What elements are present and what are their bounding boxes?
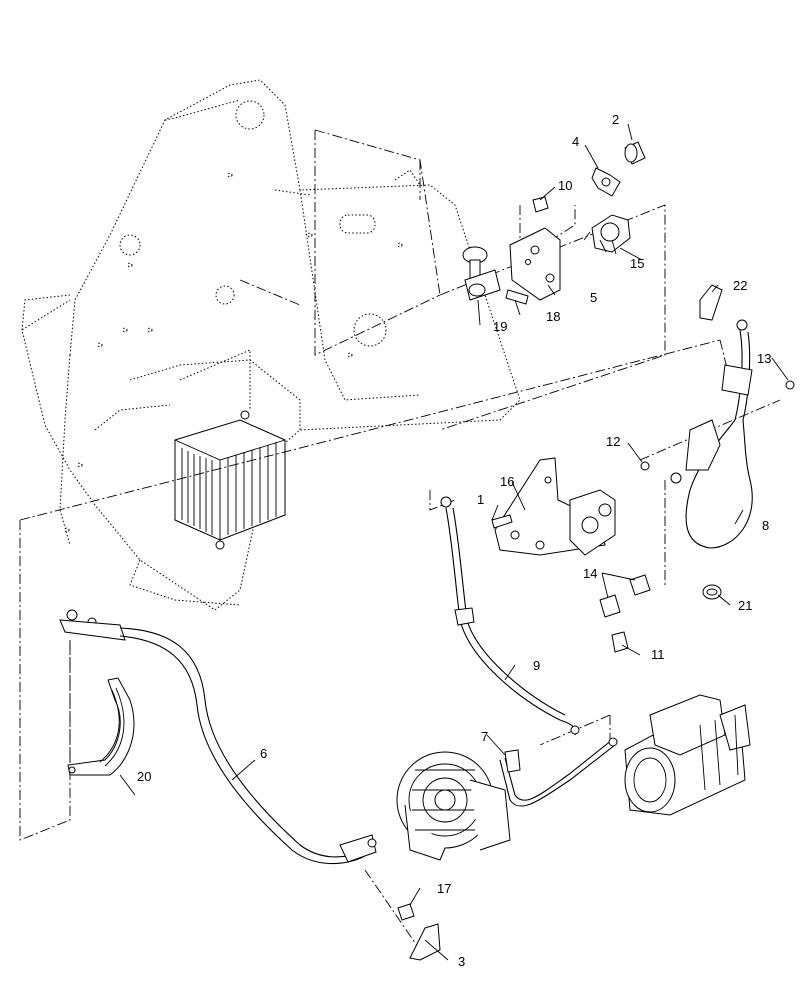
part-10-bolt (532, 196, 549, 213)
part-7-wire (499, 737, 618, 807)
callout-12: 12 (606, 434, 620, 449)
callout-5: 5 (590, 290, 597, 305)
assembly-lines (19, 129, 781, 951)
callout-15: 15 (630, 256, 644, 271)
callout-11: 11 (651, 647, 665, 662)
part-11-clip (611, 631, 629, 653)
part-18-plate (505, 289, 529, 305)
part-2-sleeve (624, 141, 646, 165)
part-9-cable (440, 496, 580, 736)
callout-8: 8 (762, 518, 769, 533)
callout-22: 22 (733, 278, 747, 293)
starter-motor-illustration (624, 694, 751, 816)
callout-1: 1 (477, 492, 484, 507)
part-15-switch (583, 214, 631, 255)
callout-14: 14 (583, 566, 597, 581)
part-16-bracket (494, 457, 616, 556)
callout-20: 20 (137, 769, 151, 784)
callout-10: 10 (558, 178, 572, 193)
part-4-clip (591, 167, 621, 197)
part-19-connector (462, 246, 501, 301)
part-6-cable (59, 609, 377, 865)
part-17-bolt (397, 903, 415, 921)
battery-illustration (174, 349, 286, 550)
callout-9: 9 (533, 658, 540, 673)
callout-4: 4 (572, 134, 579, 149)
machine-frame-outline (21, 79, 521, 611)
callout-21: 21 (738, 598, 752, 613)
callout-3: 3 (458, 954, 465, 969)
part-20-ground-strap (67, 677, 135, 776)
callout-leader-lines (119, 123, 789, 961)
callout-16: 16 (500, 474, 514, 489)
part-1-bolt (491, 514, 513, 529)
callout-19: 19 (493, 319, 507, 334)
callout-17: 17 (437, 881, 451, 896)
part-5-bracket (509, 227, 561, 301)
part-22-cap (699, 284, 723, 321)
part-21-clamp (702, 584, 722, 600)
callout-2: 2 (612, 112, 619, 127)
part-8-cable (670, 319, 753, 549)
part-3-strap (409, 923, 441, 961)
alternator-illustration (396, 751, 511, 861)
callout-18: 18 (546, 309, 560, 324)
part-13-nut (785, 380, 795, 390)
part-12-nut (640, 461, 650, 471)
callout-6: 6 (260, 746, 267, 761)
callout-7: 7 (481, 729, 488, 744)
callout-13: 13 (757, 351, 771, 366)
callout-labels: 1 2 3 4 5 6 7 8 9 10 11 12 13 14 15 16 1… (137, 112, 771, 969)
